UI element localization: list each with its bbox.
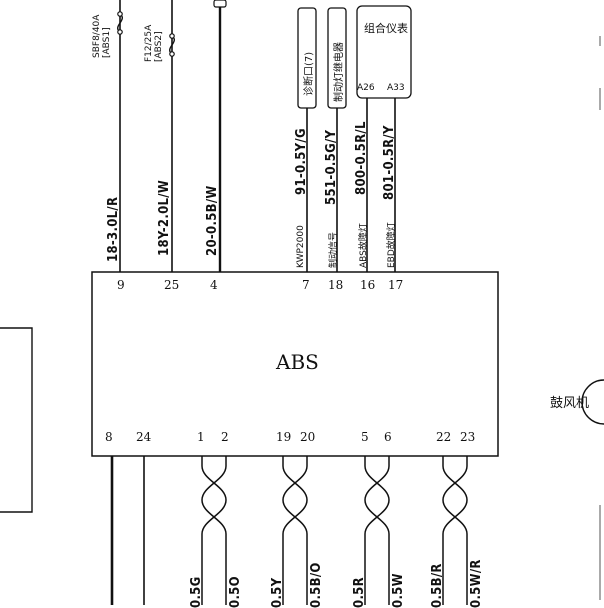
signal-label-abs-lamp: ABS故障灯 <box>359 223 369 268</box>
pin-20: 20 <box>300 430 316 444</box>
signal-label-brake: 制动信号 <box>329 231 339 268</box>
wire-label-2: 0.5O <box>228 576 243 608</box>
wire-label-20: 0.5B/O <box>309 562 324 608</box>
left-partial-box <box>0 327 33 513</box>
wire-label-17: 801-0.5R/Y <box>382 125 397 200</box>
blower-label: 鼓风机 <box>550 396 590 411</box>
twisted-pair-5-6 <box>364 456 390 605</box>
pin-9: 9 <box>117 278 125 292</box>
brake-relay-label: 制动灯继电器 <box>334 42 345 102</box>
wire-label-22: 0.5B/R <box>430 563 445 608</box>
wire-label-25: 18Y-2.0L/W <box>157 179 172 256</box>
pin-23: 23 <box>460 430 476 444</box>
pin-22: 22 <box>436 430 452 444</box>
diag-port-label: 诊断口(7) <box>304 51 315 96</box>
cluster-pin-a33: A33 <box>387 83 405 93</box>
signal-label-kwp2000: KWP2000 <box>296 225 306 268</box>
pin-24: 24 <box>136 430 152 444</box>
fuse-node-abs2-top <box>169 33 175 39</box>
pin-8: 8 <box>105 430 113 444</box>
fuse-label-abs1: SBF8/40A[ABS1] <box>92 14 112 58</box>
fuse-node-abs1-top <box>117 11 123 17</box>
twisted-pair-22-23 <box>442 456 468 605</box>
diag-port-box <box>297 7 317 109</box>
wire-label-18: 551-0.5G/Y <box>324 129 339 205</box>
pin-7: 7 <box>302 278 310 292</box>
fuse-label-abs2: F12/25A[ABS2] <box>144 24 164 62</box>
abs-module-title: ABS <box>276 350 319 374</box>
wire-label-19: 0.5Y <box>270 577 285 608</box>
abs-module-box <box>91 271 499 457</box>
pin-1: 1 <box>197 430 205 444</box>
signal-label-ebd-lamp: EBD故障灯 <box>387 222 397 268</box>
wire-label-6: 0.5W <box>391 573 406 608</box>
twisted-pair-1-2 <box>201 456 227 605</box>
pin-5: 5 <box>361 430 369 444</box>
wire-label-23: 0.5W/R <box>469 559 484 608</box>
pin-16: 16 <box>360 278 376 292</box>
wire-label-5: 0.5R <box>352 577 367 608</box>
wire-label-1: 0.5G <box>189 576 204 608</box>
wire-label-4: 20-0.5B/W <box>205 185 220 256</box>
cluster-label: 组合仪表 <box>364 22 408 35</box>
pin-6: 6 <box>384 430 392 444</box>
cluster-box <box>356 5 412 99</box>
brake-relay-box <box>327 7 347 109</box>
wire-label-9: 18-3.0L/R <box>106 196 121 262</box>
pin-2: 2 <box>221 430 229 444</box>
twisted-pair-19-20 <box>282 456 308 605</box>
cluster-pin-a26: A26 <box>357 83 375 93</box>
blower-motor-symbol <box>581 379 604 425</box>
pin-19: 19 <box>276 430 292 444</box>
pin-4: 4 <box>210 278 218 292</box>
top-connector-stub <box>213 0 227 8</box>
pin-17: 17 <box>388 278 404 292</box>
fuse-node-abs1-bottom <box>117 29 123 35</box>
wire-label-16: 800-0.5R/L <box>354 121 369 195</box>
wire-label-7: 91-0.5Y/G <box>294 128 309 195</box>
pin-25: 25 <box>164 278 180 292</box>
pin-18: 18 <box>328 278 344 292</box>
fuse-node-abs2-bottom <box>169 51 175 57</box>
